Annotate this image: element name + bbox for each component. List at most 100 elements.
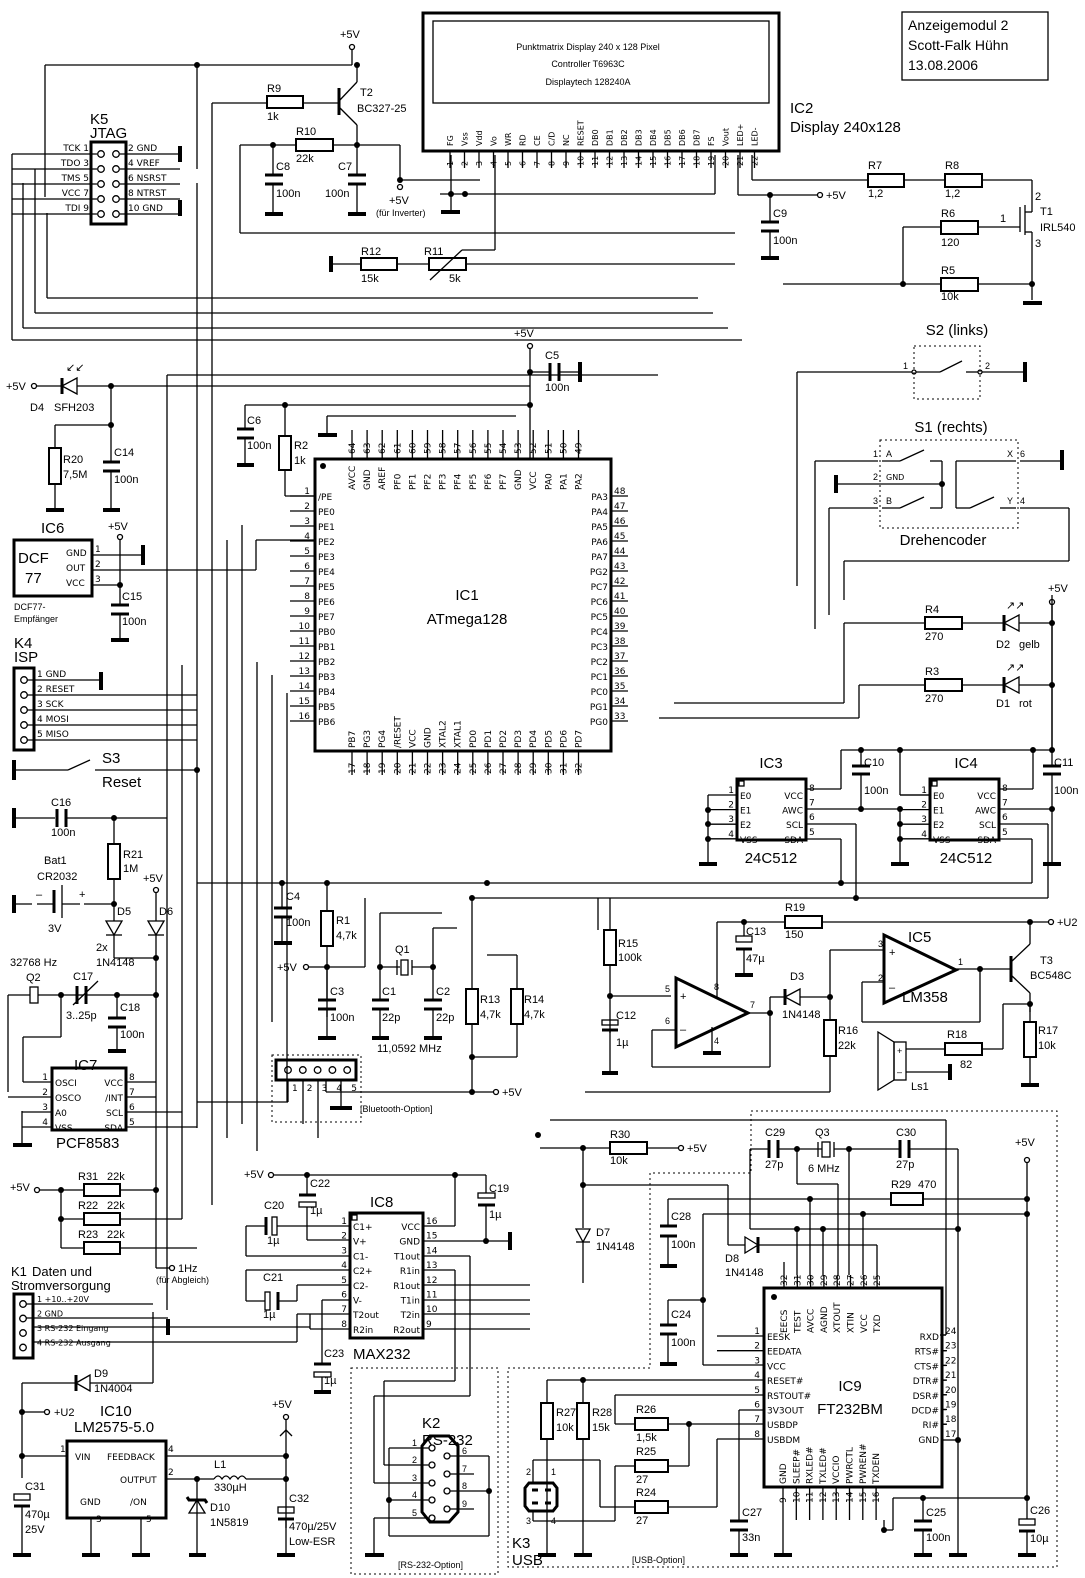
svg-text:C23: C23 bbox=[324, 1348, 344, 1360]
eeprom-pin-number: 1 bbox=[921, 786, 927, 796]
svg-text:C11: C11 bbox=[1054, 757, 1073, 769]
display-pin-number: 20 bbox=[722, 156, 731, 166]
display-pins: FG1Vss2Vdd3Vo4WR5RD6CE7C/D8NC9RESET10DB0… bbox=[446, 120, 760, 168]
svg-text:270: 270 bbox=[925, 631, 943, 643]
mcu-pin-number: 45 bbox=[614, 532, 625, 542]
svg-text:10k: 10k bbox=[610, 1155, 628, 1167]
max232-pin-number: 12 bbox=[426, 1276, 437, 1286]
mcu-pin-number: 17 bbox=[348, 763, 358, 774]
svg-text:15k: 15k bbox=[361, 273, 379, 285]
ft232-pin-number: 6 bbox=[754, 1401, 760, 1411]
ft232-pin-label: PWREN# bbox=[859, 1443, 869, 1484]
svg-text:+5V: +5V bbox=[244, 1169, 265, 1181]
jtag-pin-left: VCC 7 bbox=[62, 189, 89, 199]
svg-text:↗↗: ↗↗ bbox=[1006, 662, 1024, 674]
display-pin-label: DB5 bbox=[664, 129, 673, 146]
svg-text:R6: R6 bbox=[941, 208, 955, 220]
svg-text:R24: R24 bbox=[636, 1487, 656, 1499]
svg-text:Stromversorgung: Stromversorgung bbox=[11, 1278, 111, 1293]
mcu-pin-label: PC6 bbox=[591, 598, 609, 608]
mcu-pin-number: 10 bbox=[299, 622, 311, 632]
svg-text:82: 82 bbox=[960, 1059, 972, 1071]
svg-text:L1: L1 bbox=[214, 1459, 226, 1471]
svg-text:BC327-25: BC327-25 bbox=[357, 103, 407, 115]
svg-text:5: 5 bbox=[146, 1515, 152, 1525]
svg-text:4: 4 bbox=[714, 1036, 719, 1046]
jtag-pin-left: TCK 1 bbox=[62, 144, 89, 154]
svg-text:5: 5 bbox=[665, 984, 670, 994]
svg-text:C25: C25 bbox=[926, 1507, 946, 1519]
svg-text:OUTPUT: OUTPUT bbox=[120, 1476, 157, 1486]
svg-text:C27: C27 bbox=[742, 1507, 762, 1519]
svg-text:VIN: VIN bbox=[75, 1453, 91, 1463]
usb-option: R30 10k +5V D7 1N4148 D8 1N4148 C29 27p … bbox=[507, 1110, 1058, 1569]
svg-text:IC3: IC3 bbox=[759, 755, 782, 772]
display-pin-number: 4 bbox=[490, 161, 499, 166]
svg-text:100n: 100n bbox=[864, 785, 888, 797]
ft232-pin-number: 17 bbox=[945, 1430, 956, 1440]
display-pin-label: DB6 bbox=[678, 129, 687, 146]
svg-text:R11: R11 bbox=[424, 246, 443, 258]
svg-text:27: 27 bbox=[636, 1474, 648, 1486]
svg-text:5k: 5k bbox=[449, 273, 461, 285]
ft232-pin-label: DCD# bbox=[911, 1407, 939, 1417]
rtc-pin-number: 4 bbox=[42, 1118, 48, 1128]
max232-pin-label: C1+ bbox=[353, 1223, 373, 1233]
svg-text:D6: D6 bbox=[159, 906, 173, 918]
svg-text:1: 1 bbox=[60, 1445, 66, 1455]
max232-ic8: IC8 1C1+2V+3C1-4C2+5C2-6V-7T2out8R2in16V… bbox=[33, 1169, 530, 1396]
display-pin-number: 2 bbox=[461, 161, 470, 166]
ft232-pin-label: RXLED# bbox=[806, 1446, 816, 1484]
rtc-pin-label: OSCI bbox=[55, 1079, 77, 1089]
mcu-pin-number: 15 bbox=[299, 697, 310, 707]
svg-text:3: 3 bbox=[1035, 238, 1041, 250]
eeprom-pin-label: VSS bbox=[933, 836, 951, 846]
display-text-2: Controller T6963C bbox=[551, 59, 625, 69]
isp-pin-label: 2 RESET bbox=[37, 685, 75, 695]
ft232-pin-number: 29 bbox=[820, 1274, 830, 1286]
svg-text:C1: C1 bbox=[382, 986, 396, 998]
svg-text:R9: R9 bbox=[267, 83, 281, 95]
display-pin-number: 13 bbox=[620, 156, 629, 166]
svg-text:1: 1 bbox=[903, 361, 908, 371]
max232-pin-number: 3 bbox=[341, 1246, 347, 1256]
svg-text:100n: 100n bbox=[120, 1029, 144, 1041]
mcu-pin-label: PF2 bbox=[424, 474, 434, 490]
mcu-pin-label: AREF bbox=[378, 467, 388, 490]
dcf77-receiver: IC6 DCF 77 GND OUT VCC 1 2 3 +5V C15 100… bbox=[12, 520, 315, 642]
svg-text:3V: 3V bbox=[48, 923, 62, 935]
ft232-pin-label: USBDM bbox=[767, 1436, 800, 1446]
mcu-pin-label: /RESET bbox=[393, 716, 403, 748]
svg-text:470µ/25V: 470µ/25V bbox=[289, 1521, 337, 1533]
svg-text:R4: R4 bbox=[925, 604, 939, 616]
svg-text:R7: R7 bbox=[868, 160, 882, 172]
ft232-pin-number: 25 bbox=[873, 1275, 883, 1286]
svg-text:1k: 1k bbox=[267, 111, 279, 123]
eeprom-pin-number: 4 bbox=[921, 830, 927, 840]
display-pin-label: DB1 bbox=[606, 129, 615, 146]
mcu-pin-number: 41 bbox=[614, 592, 625, 602]
svg-text:22k: 22k bbox=[107, 1171, 125, 1183]
display-pin-number: 6 bbox=[519, 161, 528, 166]
ft232-pin-number: 3 bbox=[754, 1356, 760, 1366]
rtc-pin-label: /INT bbox=[105, 1094, 123, 1104]
jtag-pin-left: TDI 9 bbox=[64, 204, 89, 214]
bus-wiring bbox=[11, 65, 742, 1310]
ft232-pin-label: RI# bbox=[923, 1421, 939, 1431]
ft232-pin-label: USBDP bbox=[767, 1421, 798, 1431]
ft232-pin-label: CTS# bbox=[914, 1362, 939, 1372]
display-pin-number: 11 bbox=[591, 156, 600, 166]
mcu-pin-label: VCC bbox=[529, 471, 539, 490]
ft232-pin-number: 7 bbox=[754, 1415, 760, 1425]
rtc-pin-label: A0 bbox=[55, 1109, 67, 1119]
svg-text:C6: C6 bbox=[247, 415, 261, 427]
svg-text:VCC: VCC bbox=[66, 579, 85, 589]
display-ic2: Punktmatrix Display 240 x 128 Pixel Cont… bbox=[421, 11, 901, 168]
bt-pin-number: 2 bbox=[307, 1084, 313, 1094]
eeprom-pin-label: E1 bbox=[933, 807, 944, 817]
svg-text:1: 1 bbox=[95, 545, 101, 555]
rtc-pin-label: VSS bbox=[55, 1124, 73, 1134]
display-pin-number: 22 bbox=[751, 156, 760, 166]
